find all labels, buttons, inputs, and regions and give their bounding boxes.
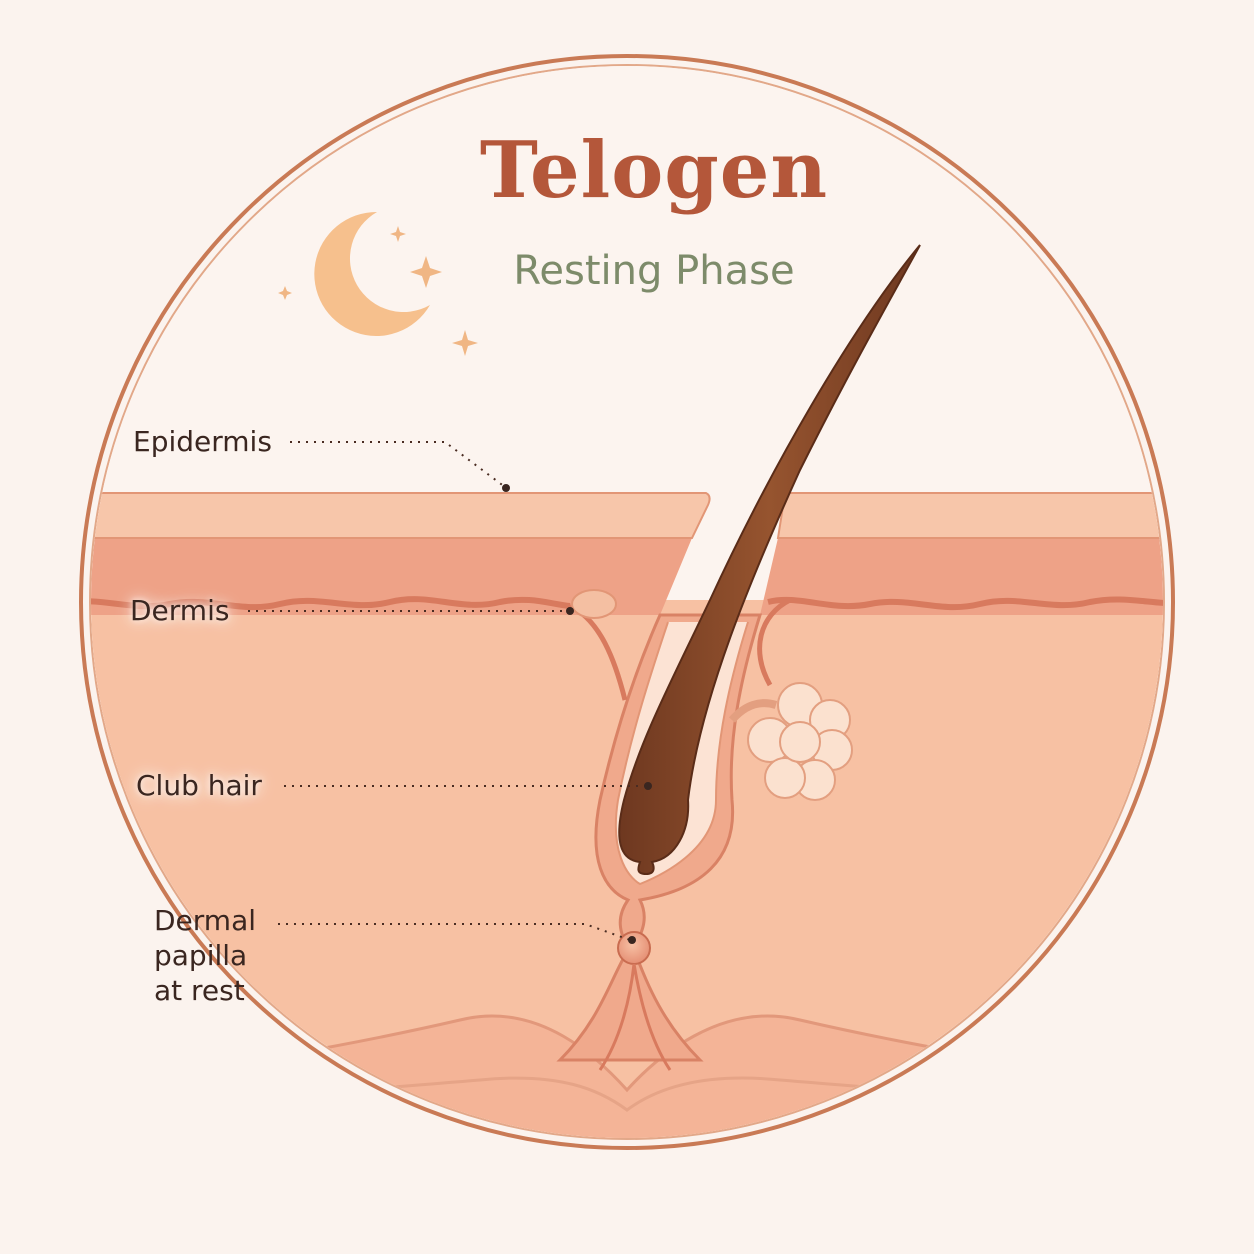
dermis-band [91, 538, 1163, 615]
label-club-hair: Club hair [136, 769, 262, 802]
label-dermal-papilla: Dermal papilla at rest [154, 903, 256, 1008]
diagram-subtitle: Resting Phase [513, 248, 795, 294]
label-dermis: Dermis [130, 594, 230, 627]
label-epidermis: Epidermis [133, 425, 272, 458]
leader-lines [248, 441, 646, 941]
sparkle-star-icon [278, 226, 478, 356]
sebaceous-gland [747, 682, 853, 801]
label-dermal-papilla-line1: Dermal [154, 904, 257, 937]
label-dermal-papilla-line3: at rest [154, 974, 245, 1007]
dermal-border-wave [91, 596, 1163, 611]
leader-dots [502, 484, 652, 944]
label-dermal-papilla-line2: papilla [154, 939, 248, 972]
diagram-title: Telogen [479, 125, 829, 216]
crescent-moon-icon [314, 211, 430, 336]
epidermis-band [91, 492, 1163, 539]
club-hair [618, 244, 921, 876]
inner-ring [89, 64, 1165, 1140]
outer-ring [79, 54, 1175, 1150]
